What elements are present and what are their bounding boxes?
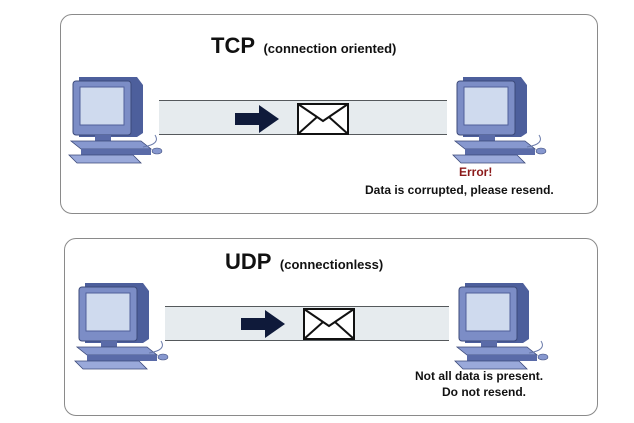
tcp-title-text: TCP [211,33,255,58]
tcp-title: TCP (connection oriented) [211,33,396,59]
udp-message-line2: Do not resend. [442,385,527,399]
tcp-subtitle: (connection oriented) [263,41,397,56]
udp-message-line1: Not all data is present. [415,369,544,383]
udp-title-text: UDP [225,249,272,274]
arrow-right-icon [241,310,285,338]
envelope-icon [297,103,349,135]
arrow-right-icon [235,105,279,133]
envelope-icon [303,308,355,340]
tcp-error-label: Error! [459,165,493,179]
computer-icon [454,282,549,370]
tcp-panel: TCP (connection oriented) Error! Data is… [60,14,598,214]
udp-title: UDP (connectionless) [225,249,383,275]
computer-icon [452,76,547,164]
computer-icon [74,282,169,370]
udp-subtitle: (connectionless) [279,257,384,272]
udp-panel: UDP (connectionless) Not all data is pre… [64,238,598,416]
computer-icon [68,76,163,164]
tcp-message: Data is corrupted, please resend. [365,183,554,197]
